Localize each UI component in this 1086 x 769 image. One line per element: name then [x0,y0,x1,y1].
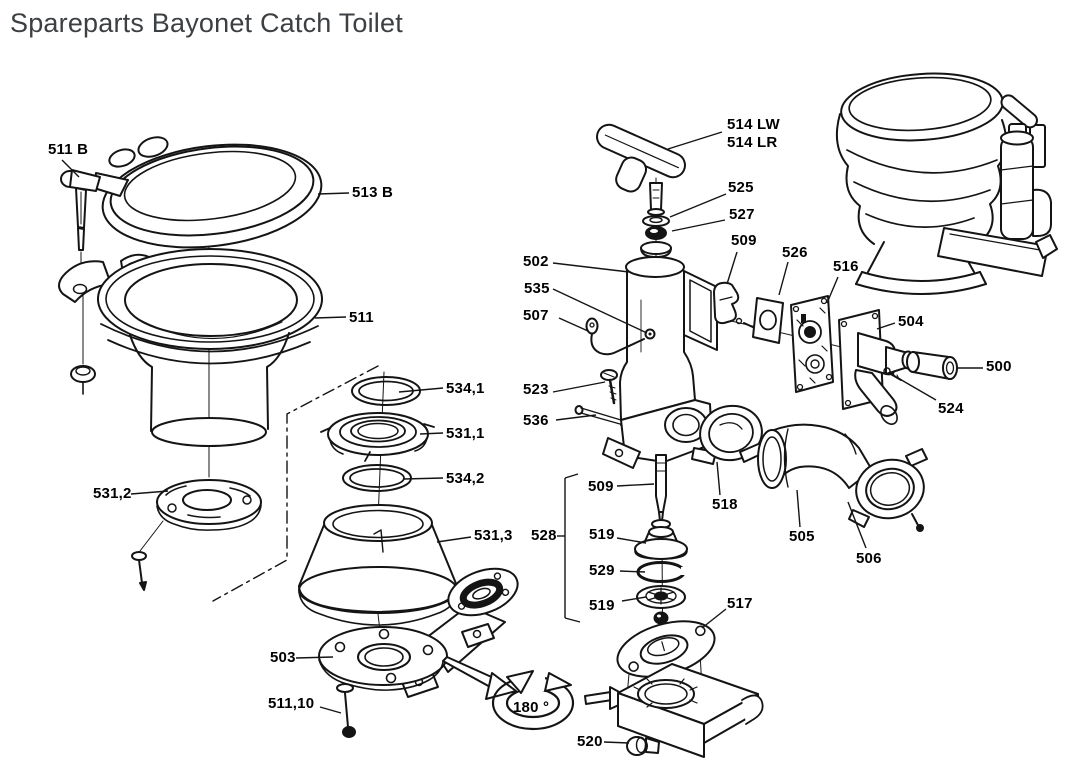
part-label-527: 527 [729,206,755,223]
part-label-531-1: 531,1 [446,425,485,442]
page-title: Spareparts Bayonet Catch Toilet [10,8,403,38]
pump-cylinder-502-drawing [619,241,718,421]
part-label-505: 505 [789,528,815,545]
part-label-509b: 509 [588,478,614,495]
part-label-511-10: 511,10 [268,695,315,712]
part-label-511: 511 [349,309,374,326]
elbow-pipe-505-drawing [757,423,873,489]
part-label-519b: 519 [589,597,615,614]
part-label-529: 529 [589,562,615,579]
flange-screw-drawing [131,551,147,591]
screw-523-drawing [600,369,618,405]
gasket-534-2-drawing [342,464,412,492]
part-label-534-1: 534,1 [446,380,485,397]
part-label-511b: 511 B [48,141,89,158]
part-label-534-2: 534,2 [446,470,485,487]
valve-519-upper-drawing [634,519,688,560]
part-label-513b: 513 B [352,184,394,201]
part-label-526: 526 [782,244,808,261]
rotation-arrow-circular [491,669,575,731]
part-label-531-3: 531,3 [474,527,513,544]
floor-flange-drawing [139,479,262,552]
pin-536-drawing [574,405,626,426]
part-label-528: 528 [531,527,557,544]
part-label-509a: 509 [731,232,757,249]
drain-plug-520-drawing [626,736,660,756]
valve-519-lower-drawing [636,585,686,625]
part-label-535: 535 [524,280,550,297]
o-ring-529-drawing [636,561,689,583]
cone-531-3-drawing [298,504,458,626]
toilet-bowl-drawing [58,248,323,447]
pump-base-503-drawing [318,567,519,698]
top-plate-517-drawing [616,620,716,678]
hinge-pin-drawing [60,169,101,251]
plate-526-drawing [752,297,784,344]
seat-lid-drawing [93,136,323,249]
piston-rod-509-drawing [655,454,667,522]
part-label-502: 502 [523,253,549,270]
bayonet-ring-531-1-drawing [320,412,435,462]
part-label-500: 500 [986,358,1012,375]
base-screw-511-10-drawing [336,683,356,738]
part-label-524: 524 [938,400,964,417]
part-label-536: 536 [523,412,549,429]
part-label-506: 506 [856,550,882,567]
rotation-arrow-left [442,656,517,700]
pump-handle-514-drawing [596,123,686,216]
part-label-525: 525 [728,179,754,196]
part-label-rot-180: 180 ° [513,699,550,716]
gasket-534-1-drawing [351,376,421,406]
fold-plane-line [212,365,379,602]
part-label-531-2: 531,2 [93,485,132,502]
base-housing-drawing [617,663,764,758]
part-label-523: 523 [523,381,549,398]
part-label-507: 507 [523,307,549,324]
part-label-503: 503 [270,649,296,666]
part-label-517: 517 [727,595,753,612]
nut-527-drawing [645,226,667,240]
assembled-toilet-drawing [835,72,1058,295]
hinge-nut-drawing [70,365,96,395]
part-label-520: 520 [577,733,603,750]
part-label-504: 504 [898,313,924,330]
cap-500-drawing [906,351,958,380]
part-label-514lr: 514 LR [727,134,778,151]
part-label-519a: 519 [589,526,615,543]
part-label-514lw: 514 LW [727,116,780,133]
washer-525-drawing [642,215,670,227]
part-label-516: 516 [833,258,859,275]
valve-plate-516-drawing [790,295,834,393]
part-label-518: 518 [712,496,738,513]
